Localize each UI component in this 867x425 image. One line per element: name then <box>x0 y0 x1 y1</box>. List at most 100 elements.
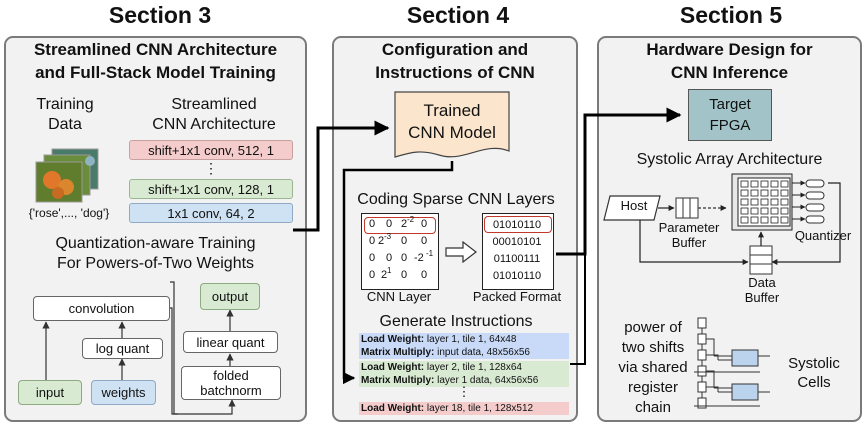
trained-line2: CNN Model <box>408 123 496 142</box>
training-data-line1: Training <box>36 96 94 113</box>
section-3-title: Streamlined CNN Architecture and Full-St… <box>4 38 307 84</box>
systolic-pe <box>760 216 769 224</box>
systolic-pe <box>740 180 749 188</box>
quantizer-units <box>805 179 825 224</box>
systolic-pe <box>780 198 789 206</box>
svg-text:0: 0 <box>386 252 392 264</box>
encode-arrow <box>445 241 477 263</box>
section-4-title-line1: Configuration and <box>381 40 529 59</box>
generate-title: Generate Instructions <box>379 313 533 330</box>
folded-batchnorm-node: folded batchnorm <box>181 366 281 400</box>
svg-text:0: 0 <box>369 252 375 264</box>
section-4-title: Configuration and Instructions of CNN <box>332 38 578 84</box>
section-5-title-line2: CNN Inference <box>670 63 789 82</box>
data-buffer-line2: Buffer <box>744 290 780 305</box>
instruction-line: Load Weight: layer 2, tile 1, 128x64 <box>359 361 569 374</box>
svg-text:0: 0 <box>369 235 375 247</box>
svg-text:0: 0 <box>421 218 427 230</box>
svg-text:-1: -1 <box>426 249 434 258</box>
arch-title-line2: CNN Architecture <box>152 116 276 133</box>
packed-row: 00010101 <box>492 236 542 248</box>
systolic-pe <box>770 216 779 224</box>
instr-args: layer 2, tile 1, 128x64 <box>424 362 522 373</box>
output-node: output <box>200 283 260 310</box>
packed-highlight-row <box>484 216 552 233</box>
data-buffer-label: Data Buffer <box>734 275 790 305</box>
section-5-heading: Section 5 <box>679 2 783 28</box>
systolic-pe <box>750 207 759 215</box>
instruction-line: Load Weight: layer 18, tile 1, 128x512 <box>359 402 569 415</box>
quantizer-label: Quantizer <box>794 228 852 243</box>
matrix-highlight-row <box>364 217 436 234</box>
svg-text:0: 0 <box>401 252 407 264</box>
pow2-line2: two shifts <box>621 339 685 356</box>
cnn-layer-label: CNN Layer <box>366 289 432 304</box>
pow2-line4: register <box>627 379 679 396</box>
target-line1: Target <box>709 96 751 113</box>
packed-format-box <box>482 213 554 290</box>
svg-text:0: 0 <box>401 235 407 247</box>
parameter-buffer-label: Parameter Buffer <box>652 220 726 250</box>
systolic-pe <box>760 198 769 206</box>
packed-rows: 01010110 00010101 01100111 01010110 <box>482 217 552 285</box>
section-3-heading: Section 3 <box>108 2 212 28</box>
class-labels-text: {'rose',..., 'dog'} <box>28 206 110 220</box>
layer-box-128: shift+1x1 conv, 128, 1 <box>129 179 293 199</box>
instr-args: layer 18, tile 1, 128x512 <box>424 403 534 414</box>
section-5-title: Hardware Design for CNN Inference <box>597 38 862 84</box>
systolic-pe <box>780 216 789 224</box>
pow2-description: power of two shifts via shared register … <box>606 318 700 418</box>
target-fpga-box: Target FPGA <box>688 89 772 141</box>
svg-text:2: 2 <box>401 218 407 230</box>
section-3-title-line1: Streamlined CNN Architecture <box>33 40 278 59</box>
packed-row: 01100111 <box>493 253 541 265</box>
svg-text:2: 2 <box>378 235 384 247</box>
data-buffer-line1: Data <box>748 275 776 290</box>
systolic-pe <box>770 189 779 197</box>
systolic-pe <box>770 207 779 215</box>
svg-text:-3: -3 <box>384 232 392 241</box>
folded-line1: folded <box>213 368 249 383</box>
pow2-line1: power of <box>624 319 682 336</box>
section-4-heading: Section 4 <box>406 2 510 28</box>
systolic-cell <box>731 383 759 401</box>
convolution-node: convolution <box>33 296 170 321</box>
svg-text:0: 0 <box>421 269 427 281</box>
systolic-pe <box>740 198 749 206</box>
systolic-title: Systolic Array Architecture <box>636 151 823 168</box>
svg-text:0: 0 <box>369 218 375 230</box>
systolic-pe <box>750 198 759 206</box>
training-images <box>35 148 99 203</box>
pow2-line3: via shared <box>618 359 688 376</box>
param-buffer-line2: Buffer <box>671 235 707 250</box>
instr-op: Matrix Multiply: <box>361 347 435 358</box>
systolic-pe <box>750 189 759 197</box>
systolic-cells-label: Systolic Cells <box>774 354 854 392</box>
instr-args: layer 1, tile 1, 64x48 <box>424 334 517 345</box>
weights-node: weights <box>91 380 156 405</box>
systolic-pe <box>740 207 749 215</box>
quant-title: Quantization-aware Training For Powers-o… <box>4 234 307 274</box>
training-data-line2: Data <box>48 116 82 133</box>
trained-model-label: Trained CNN Model <box>394 100 510 144</box>
systolic-pe <box>770 180 779 188</box>
instruction-line: Matrix Multiply: input data, 48x56x56 <box>359 346 569 359</box>
instr-args: layer 1 data, 64x56x56 <box>434 375 539 386</box>
systolic-pe <box>760 180 769 188</box>
input-node: input <box>18 380 82 405</box>
register-chain <box>694 317 770 409</box>
instr-op: Load Weight: <box>361 362 425 373</box>
systolic-pe <box>750 180 759 188</box>
quant-title-line2: For Powers-of-Two Weights <box>56 255 255 272</box>
svg-text:1: 1 <box>387 266 392 275</box>
systolic-pe <box>770 198 779 206</box>
training-data-label: Training Data <box>20 95 110 135</box>
systolic-pe <box>780 180 789 188</box>
systolic-cells-line1: Systolic <box>788 355 840 372</box>
svg-text:0: 0 <box>369 269 375 281</box>
data-buffer <box>749 245 773 275</box>
packed-row: 01010110 <box>492 219 542 231</box>
cnn-layer-matrix <box>361 213 439 290</box>
